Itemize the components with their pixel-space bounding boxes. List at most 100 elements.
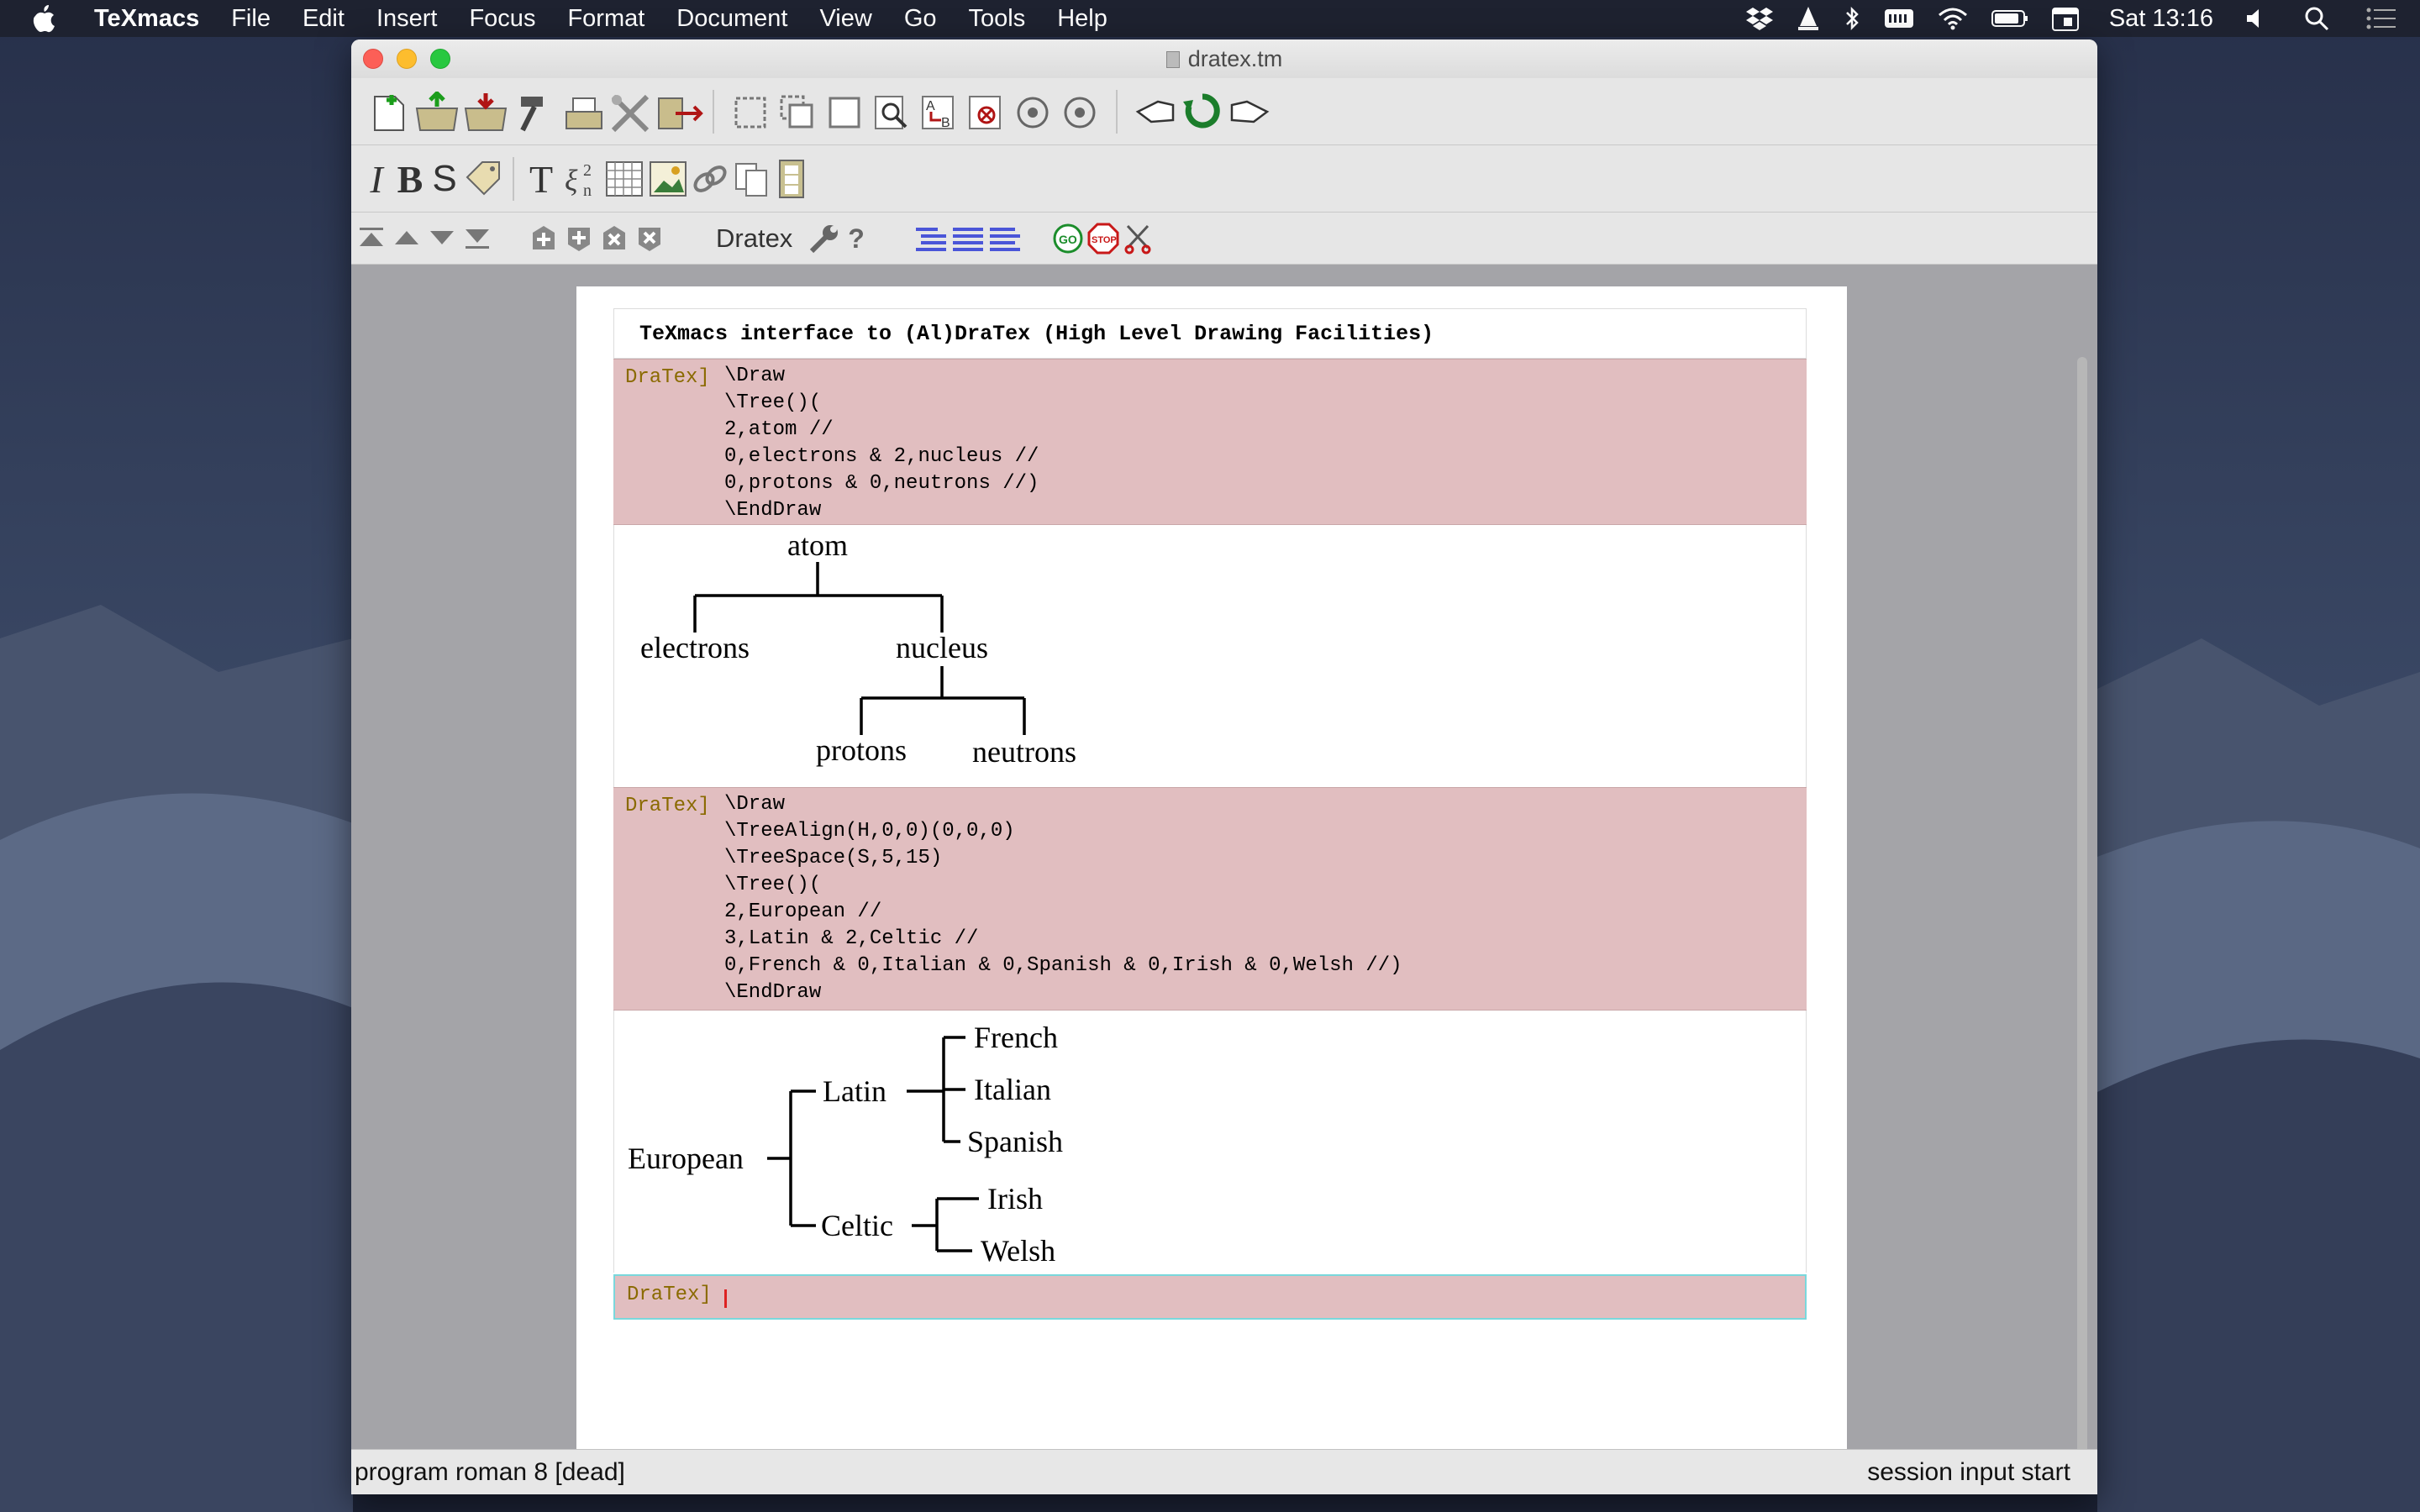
plugin-settings-wrench-icon[interactable] bbox=[808, 223, 840, 255]
title-bar[interactable]: dratex.tm bbox=[351, 39, 2097, 78]
menu-document[interactable]: Document bbox=[676, 4, 788, 32]
svg-text:GO: GO bbox=[1059, 233, 1077, 246]
app-menu[interactable]: TeXmacs bbox=[94, 4, 200, 32]
tree-node-european: European bbox=[628, 1142, 744, 1175]
dropbox-icon[interactable] bbox=[1745, 6, 1773, 31]
animation-film-icon[interactable] bbox=[775, 159, 808, 199]
plugin-help-icon[interactable]: ? bbox=[848, 223, 865, 254]
session-input-1[interactable]: DraTex] \Draw \Tree()( 2,atom // 0,elect… bbox=[613, 359, 1807, 525]
menu-tools[interactable]: Tools bbox=[968, 4, 1026, 32]
document-area[interactable]: TeXmacs interface to (Al)DraTex (High Le… bbox=[351, 265, 2097, 1488]
split-fields-icon[interactable] bbox=[988, 224, 1022, 255]
tree-node-welsh: Welsh bbox=[981, 1234, 1055, 1268]
keyboard-icon[interactable] bbox=[1884, 8, 1914, 29]
status-bar: program roman 8 [dead] session input sta… bbox=[351, 1449, 2097, 1494]
toolbar-separator bbox=[713, 90, 714, 134]
menu-focus[interactable]: Focus bbox=[469, 4, 536, 32]
typeset-hammer-icon[interactable] bbox=[516, 92, 556, 134]
menu-format[interactable]: Format bbox=[567, 4, 645, 32]
battery-icon[interactable] bbox=[1991, 8, 2028, 29]
session-active-input[interactable]: DraTex] bbox=[613, 1274, 1807, 1320]
forward-hand-icon[interactable] bbox=[1228, 93, 1270, 132]
footnote-icon[interactable] bbox=[733, 160, 771, 197]
spell-check-icon[interactable] bbox=[966, 93, 1005, 132]
tree-node-atom: atom bbox=[787, 528, 848, 562]
cut-icon[interactable] bbox=[731, 93, 770, 132]
code-line: \Draw bbox=[724, 793, 786, 816]
remove-field-below-icon[interactable] bbox=[635, 224, 664, 253]
interrupt-stop-icon[interactable]: STOP bbox=[1087, 223, 1119, 255]
texmacs-window: dratex.tm bbox=[351, 39, 2097, 1494]
spotlight-search-icon[interactable] bbox=[2304, 6, 2329, 31]
toolbar-separator bbox=[513, 157, 514, 201]
plugin-name-label[interactable]: Dratex bbox=[716, 223, 793, 253]
vlc-icon[interactable] bbox=[1797, 6, 1820, 31]
export-icon[interactable] bbox=[655, 92, 704, 134]
notification-center-icon[interactable] bbox=[2366, 7, 2396, 30]
unfold-all-icon[interactable] bbox=[951, 224, 985, 255]
last-field-icon[interactable] bbox=[462, 223, 492, 253]
evaluate-go-icon[interactable]: GO bbox=[1052, 223, 1084, 255]
menu-go[interactable]: Go bbox=[903, 4, 937, 32]
apple-menu-icon[interactable] bbox=[32, 4, 77, 33]
find-icon[interactable] bbox=[872, 93, 911, 132]
bold-icon[interactable]: B bbox=[397, 157, 424, 201]
table-icon[interactable] bbox=[605, 160, 644, 197]
calendar-icon[interactable] bbox=[2051, 6, 2079, 31]
insert-field-below-icon[interactable] bbox=[565, 224, 593, 253]
sans-serif-icon[interactable]: S bbox=[432, 158, 457, 199]
code-line: 0,French & 0,Italian & 0,Spanish & 0,Iri… bbox=[724, 954, 1402, 977]
paste-icon[interactable] bbox=[825, 93, 864, 132]
remove-field-above-icon[interactable] bbox=[600, 224, 629, 253]
document-page[interactable]: TeXmacs interface to (Al)DraTex (High Le… bbox=[576, 286, 1847, 1488]
copy-icon[interactable] bbox=[778, 93, 817, 132]
tree-node-italian: Italian bbox=[974, 1073, 1051, 1106]
save-document-icon[interactable] bbox=[464, 92, 509, 134]
redo-icon[interactable] bbox=[1060, 93, 1099, 132]
next-field-icon[interactable] bbox=[427, 223, 457, 253]
new-document-icon[interactable] bbox=[370, 92, 410, 134]
fold-all-icon[interactable] bbox=[914, 224, 948, 255]
svg-text:ξ: ξ bbox=[565, 164, 578, 197]
menu-help[interactable]: Help bbox=[1057, 4, 1107, 32]
image-icon[interactable] bbox=[649, 160, 687, 197]
code-line: \TreeSpace(S,5,15) bbox=[724, 847, 943, 869]
print-icon[interactable] bbox=[561, 92, 607, 134]
session-input-2[interactable]: DraTex] \Draw \TreeAlign(H,0,0)(0,0,0) \… bbox=[613, 787, 1807, 1011]
menu-view[interactable]: View bbox=[819, 4, 872, 32]
insert-field-above-icon[interactable] bbox=[529, 224, 558, 253]
menubar-clock[interactable]: Sat 13:16 bbox=[2108, 4, 2213, 32]
code-line: 3,Latin & 2,Celtic // bbox=[724, 927, 979, 950]
tree-node-irish: Irish bbox=[987, 1182, 1043, 1215]
wifi-icon[interactable] bbox=[1938, 7, 1968, 30]
window-title-text: dratex.tm bbox=[1187, 46, 1283, 71]
reload-icon[interactable] bbox=[1181, 90, 1223, 132]
tree-node-latin: Latin bbox=[823, 1074, 886, 1108]
italic-icon[interactable]: I bbox=[370, 157, 383, 201]
close-window-button[interactable] bbox=[363, 49, 383, 69]
session-output-2: European Latin Celtic French Italian Spa… bbox=[613, 1011, 1807, 1273]
zoom-window-button[interactable] bbox=[430, 49, 450, 69]
session-output-1: atom electrons nucleus protons neutrons bbox=[613, 525, 1807, 787]
text-mode-icon[interactable]: T bbox=[529, 157, 554, 201]
menu-edit[interactable]: Edit bbox=[302, 4, 345, 32]
bluetooth-icon[interactable] bbox=[1844, 6, 1860, 31]
menu-file[interactable]: File bbox=[231, 4, 271, 32]
back-hand-icon[interactable] bbox=[1134, 93, 1176, 132]
open-document-icon[interactable] bbox=[415, 92, 460, 134]
minimize-window-button[interactable] bbox=[397, 49, 417, 69]
preferences-tools-icon[interactable] bbox=[608, 92, 654, 134]
volume-icon[interactable] bbox=[2245, 7, 2267, 30]
vertical-scrollbar[interactable] bbox=[2077, 357, 2087, 1488]
color-tag-icon[interactable] bbox=[462, 159, 502, 199]
first-field-icon[interactable] bbox=[356, 223, 387, 253]
tree-node-spanish: Spanish bbox=[967, 1125, 1063, 1158]
previous-field-icon[interactable] bbox=[392, 223, 422, 253]
close-session-scissors-icon[interactable] bbox=[1123, 223, 1155, 255]
link-icon[interactable] bbox=[691, 160, 729, 197]
menu-insert[interactable]: Insert bbox=[376, 4, 438, 32]
svg-text:2: 2 bbox=[583, 161, 592, 180]
undo-icon[interactable] bbox=[1013, 93, 1052, 132]
